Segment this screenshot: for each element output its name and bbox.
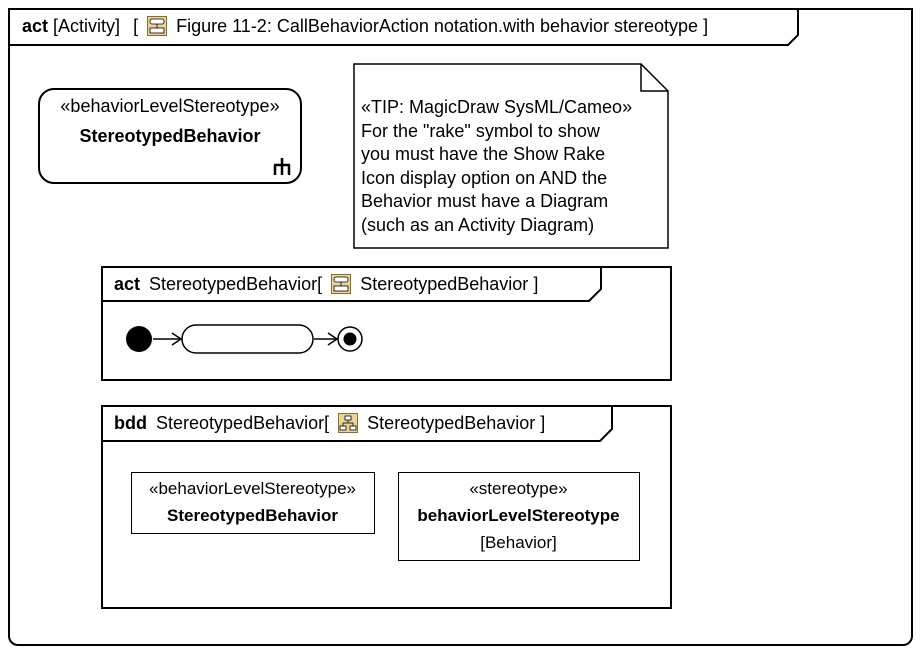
rake-icon bbox=[273, 158, 291, 175]
action-stereotype: «behaviorLevelStereotype» bbox=[60, 96, 280, 116]
act-frame-diagram: StereotypedBehavior bbox=[360, 274, 529, 294]
activity-diagram-icon bbox=[331, 274, 352, 294]
bdd-frame-name: StereotypedBehavior bbox=[156, 413, 325, 433]
note-header: «TIP: MagicDraw SysML/Cameo» bbox=[361, 97, 633, 117]
arrowhead bbox=[327, 332, 339, 346]
act-frame-name: StereotypedBehavior bbox=[149, 274, 318, 294]
stereotype-block[interactable]: «stereotype» behaviorLevelStereotype [Be… bbox=[398, 472, 640, 561]
outer-frame-kind: [Activity] bbox=[53, 16, 121, 36]
stereotype-block-metaclass: [Behavior] bbox=[480, 533, 557, 552]
act-frame bbox=[101, 266, 672, 381]
note-line: you must have the Show Rake bbox=[361, 144, 606, 164]
act-frame-heading: act StereotypedBehavior[ StereotypedBeha… bbox=[114, 274, 538, 294]
act-frame-bracket-open: [ bbox=[317, 274, 323, 294]
behavior-block-name: StereotypedBehavior bbox=[167, 506, 338, 525]
note-comment[interactable]: «TIP: MagicDraw SysML/Cameo» For the "ra… bbox=[361, 96, 661, 237]
action-node bbox=[181, 324, 314, 354]
act-frame-bracket-close: ] bbox=[533, 274, 539, 294]
act-frame-tab bbox=[101, 266, 602, 302]
initial-node bbox=[126, 326, 152, 352]
note-line: Behavior must have a Diagram bbox=[361, 191, 609, 211]
bdd-frame-diagram: StereotypedBehavior bbox=[367, 413, 536, 433]
outer-frame-bracket-close: ] bbox=[703, 16, 709, 36]
activity-final-node-center bbox=[343, 332, 357, 346]
bdd-frame-keyword: bdd bbox=[114, 413, 147, 433]
bdd-frame-bracket-close: ] bbox=[540, 413, 546, 433]
note-shape bbox=[353, 63, 669, 249]
note-line: Icon display option on AND the bbox=[361, 167, 608, 188]
behavior-block[interactable]: «behaviorLevelStereotype» StereotypedBeh… bbox=[131, 472, 375, 534]
bdd-frame-tab bbox=[101, 405, 613, 442]
arrowhead bbox=[171, 332, 183, 346]
outer-frame-keyword: act bbox=[22, 16, 49, 36]
bdd-frame-bracket-open: [ bbox=[324, 413, 330, 433]
act-frame-content bbox=[126, 324, 363, 354]
outer-frame-heading: act [Activity] [ Figure 11-2: CallBehavi… bbox=[22, 16, 708, 36]
outer-frame-tab bbox=[8, 8, 799, 46]
block-definition-diagram-icon bbox=[338, 413, 359, 433]
outer-frame-title: Figure 11-2: CallBehaviorAction notation… bbox=[176, 16, 699, 36]
behavior-block-stereotype: «behaviorLevelStereotype» bbox=[149, 479, 356, 498]
act-frame-keyword: act bbox=[114, 274, 141, 294]
stereotype-block-name: behaviorLevelStereotype bbox=[417, 506, 620, 525]
action-name: StereotypedBehavior bbox=[79, 126, 261, 146]
outer-frame-bracket-open: [ bbox=[133, 16, 139, 36]
call-behavior-action[interactable]: «behaviorLevelStereotype» StereotypedBeh… bbox=[38, 88, 302, 184]
activity-diagram-icon bbox=[147, 16, 168, 36]
bdd-frame-heading: bdd StereotypedBehavior[ StereotypedBeha… bbox=[114, 413, 545, 433]
stereotype-block-keyword: «stereotype» bbox=[469, 479, 568, 498]
note-line: For the "rake" symbol to show bbox=[361, 120, 600, 141]
note-line: (such as an Activity Diagram) bbox=[361, 214, 595, 235]
